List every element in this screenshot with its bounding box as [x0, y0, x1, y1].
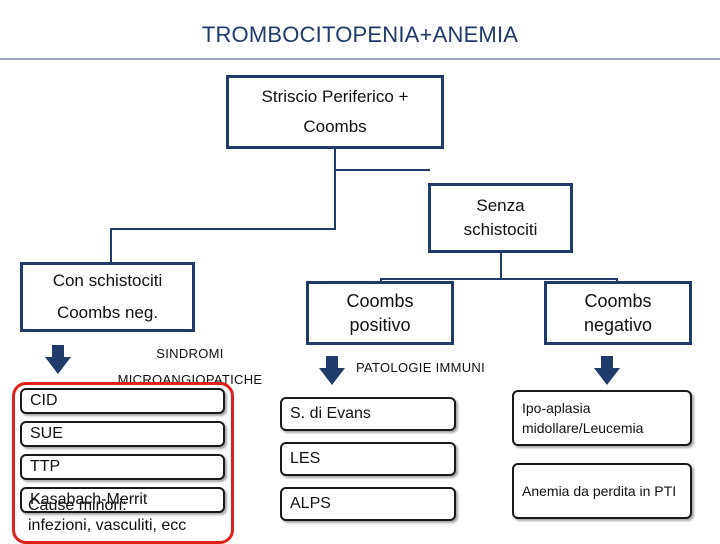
- arrow-down-icon: [594, 356, 620, 385]
- list-item-label: S. di Evans: [290, 405, 371, 422]
- highlight-outline: [12, 382, 234, 544]
- arrow-down-icon: [319, 356, 345, 385]
- patologie-label: PATOLOGIE IMMUNI: [356, 360, 486, 375]
- list-item-label: SUE: [30, 425, 63, 442]
- root-box-line2: Coombs: [303, 117, 367, 136]
- senza-schistociti-box: Senza schistociti: [428, 183, 573, 253]
- list-item-label: Ipo-aplasia midollare/Leucemia: [522, 400, 644, 436]
- cause-minori-text: Cause minori: infezioni, vasculiti, ecc: [28, 496, 186, 536]
- list-item-label: TTP: [30, 458, 61, 475]
- connector-root-down: [334, 149, 336, 229]
- senza-box-line2: schistociti: [463, 220, 538, 239]
- list-item-ipo-aplasia: Ipo-aplasia midollare/Leucemia: [512, 390, 692, 446]
- list-item-label: Anemia da perdita in PTI: [522, 483, 677, 499]
- coombs-neg-line1: Coombs: [584, 291, 652, 311]
- list-item-label: ALPS: [290, 495, 331, 512]
- coombs-negativo-box: Coombs negativo: [544, 281, 692, 345]
- coombs-pos-line2: positivo: [349, 315, 411, 335]
- cause-minori-detail: infezioni, vasculiti, ecc: [28, 517, 187, 534]
- connector-pos-down: [380, 278, 382, 282]
- list-item-label: Kasabach-Merrit: [30, 491, 148, 508]
- connector-neg-down: [616, 278, 618, 282]
- page-title: TROMBOCITOPENIA+ANEMIA: [201, 22, 519, 47]
- list-item-les: LES: [280, 442, 456, 476]
- list-item-label: CID: [30, 392, 58, 409]
- list-item-anemia-perdita: Anemia da perdita in PTI: [512, 463, 692, 519]
- con-box-line2: Coombs neg.: [56, 303, 159, 322]
- coombs-neg-line2: negativo: [583, 315, 653, 335]
- connector-con-down: [110, 228, 112, 262]
- title-divider: [0, 58, 720, 60]
- arrow-down-icon: [45, 345, 71, 374]
- list-item-kasabach: Kasabach-Merrit: [20, 487, 225, 513]
- con-box-line1: Con schistociti: [52, 271, 163, 290]
- list-item-alps: ALPS: [280, 487, 456, 521]
- coombs-pos-line1: Coombs: [346, 291, 414, 311]
- con-schistociti-box: Con schistociti Coombs neg.: [20, 262, 195, 332]
- connector-senza-branch: [380, 278, 618, 280]
- senza-box-line1: Senza: [476, 196, 525, 215]
- root-box: Striscio Periferico + Coombs: [226, 75, 444, 149]
- list-item-sue: SUE: [20, 421, 225, 447]
- list-item-evans: S. di Evans: [280, 397, 456, 431]
- root-box-line1: Striscio Periferico +: [261, 87, 409, 106]
- coombs-positivo-box: Coombs positivo: [306, 281, 454, 345]
- connector-root-left: [110, 228, 336, 230]
- cause-minori-label: Cause minori:: [28, 497, 127, 514]
- list-item-label: LES: [290, 450, 321, 467]
- list-item-ttp: TTP: [20, 454, 225, 480]
- connector-senza-down: [500, 253, 502, 279]
- connector-root-right: [334, 169, 430, 171]
- list-item-cid: CID: [20, 388, 225, 414]
- sindromi-label-line1: SINDROMI: [156, 346, 224, 361]
